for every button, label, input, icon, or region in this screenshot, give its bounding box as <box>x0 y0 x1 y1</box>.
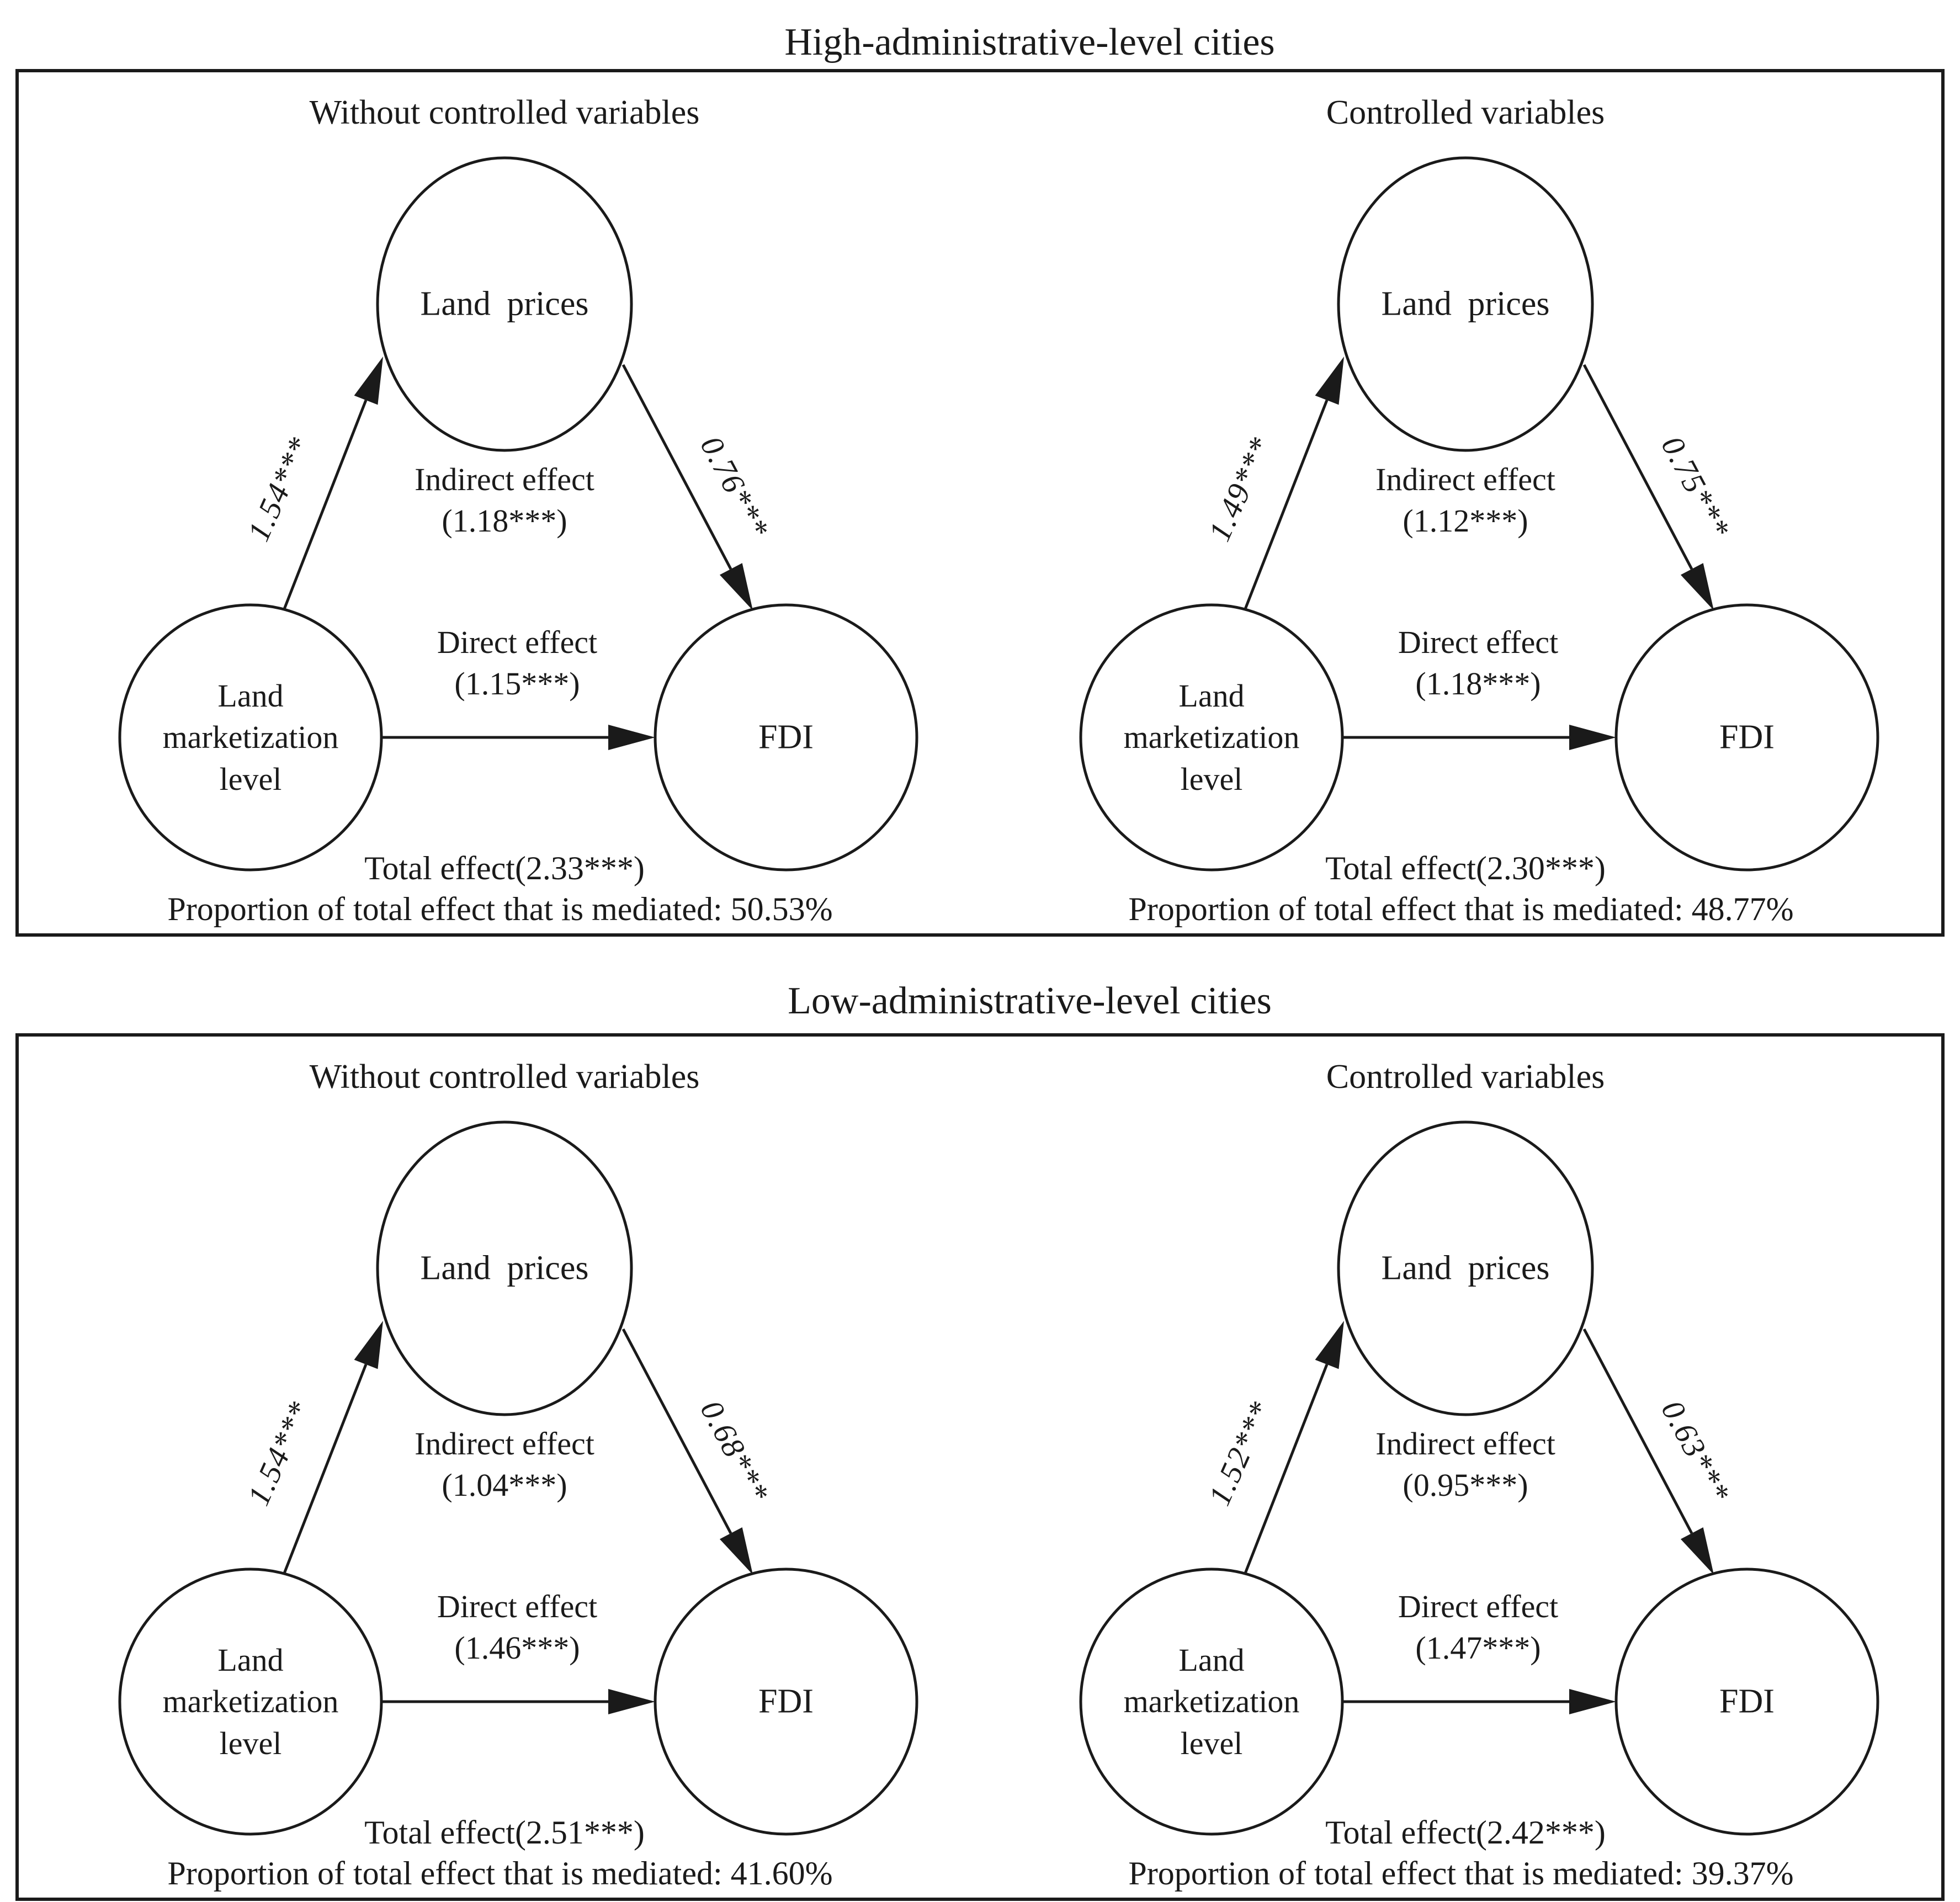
indirect-effect-label: Indirect effect (1.18***) <box>415 459 594 542</box>
b-path-line <box>622 364 732 570</box>
mediated-proportion-label: Proportion of total effect that is media… <box>167 891 833 927</box>
indirect-effect-value: (0.95***) <box>1403 1467 1528 1503</box>
indirect-effect-text: Indirect effect <box>1375 461 1555 497</box>
mediator-label: Land prices <box>1381 285 1550 323</box>
a-path-arrowhead-icon <box>354 357 383 405</box>
direct-effect-value: (1.18***) <box>1415 666 1541 702</box>
mediator-label: Land prices <box>420 1249 589 1287</box>
predictor-line-3: level <box>1180 1725 1243 1761</box>
indirect-effect-label: Indirect effect (1.04***) <box>415 1423 594 1506</box>
outcome-label: FDI <box>758 718 814 756</box>
predictor-label: Land marketization level <box>163 1639 339 1764</box>
total-effect-label: Total effect(2.33***) <box>364 850 645 886</box>
b-path-line <box>622 1328 732 1534</box>
direct-effect-text: Direct effect <box>1398 1588 1559 1624</box>
panel-subtitle: Without controlled variables <box>309 94 700 131</box>
a-path-line <box>1243 1364 1329 1575</box>
predictor-line-2: marketization <box>1123 719 1300 756</box>
direct-path-arrowhead-icon <box>608 1689 655 1714</box>
a-path-line <box>282 400 368 611</box>
direct-effect-label: Direct effect (1.18***) <box>1398 621 1558 705</box>
mediator-ellipse <box>376 156 633 452</box>
path-diagram <box>118 156 918 872</box>
predictor-line-1: Land <box>217 1641 284 1678</box>
panel-subtitle: Without controlled variables <box>309 1058 700 1096</box>
outcome-label: FDI <box>758 1682 814 1720</box>
predictor-line-1: Land <box>1178 1641 1245 1678</box>
mediator-label: Land prices <box>420 285 589 323</box>
predictor-line-3: level <box>219 1725 282 1761</box>
section-title-high: High-administrative-level cities <box>784 21 1275 63</box>
predictor-line-2: marketization <box>1123 1683 1300 1720</box>
direct-effect-label: Direct effect (1.46***) <box>437 1586 597 1669</box>
section-title-low: Low-administrative-level cities <box>788 980 1272 1022</box>
mediator-label: Land prices <box>1381 1249 1550 1287</box>
indirect-effect-value: (1.18***) <box>442 503 567 539</box>
section-box-low: Without controlled variables Land prices… <box>15 1033 1945 1901</box>
direct-effect-value: (1.47***) <box>1415 1630 1541 1666</box>
b-path-arrowhead-icon <box>719 563 753 610</box>
path-diagram <box>118 1120 918 1836</box>
section-box-high: Without controlled variables Land prices… <box>15 69 1945 937</box>
path-diagram <box>1079 1120 1879 1836</box>
panel-subtitle: Controlled variables <box>1326 94 1605 131</box>
mediated-proportion-label: Proportion of total effect that is media… <box>167 1855 833 1892</box>
mediator-ellipse <box>1337 1120 1594 1416</box>
panel-low-controlled: Controlled variables Land prices Land ma… <box>980 1037 1941 1898</box>
b-path-line <box>1582 364 1693 570</box>
predictor-line-2: marketization <box>162 719 339 756</box>
predictor-label: Land marketization level <box>163 675 339 800</box>
mediated-proportion-label: Proportion of total effect that is media… <box>1128 1855 1794 1892</box>
mediator-ellipse <box>376 1120 633 1416</box>
a-path-line <box>282 1364 368 1575</box>
direct-path-arrowhead-icon <box>608 725 655 750</box>
predictor-line-2: marketization <box>162 1683 339 1720</box>
indirect-effect-label: Indirect effect (0.95***) <box>1375 1423 1555 1506</box>
indirect-effect-value: (1.04***) <box>442 1467 567 1503</box>
predictor-label: Land marketization level <box>1124 675 1300 800</box>
a-path-line <box>1243 400 1329 611</box>
direct-effect-label: Direct effect (1.47***) <box>1398 1586 1558 1669</box>
a-path-arrowhead-icon <box>354 1321 383 1369</box>
direct-effect-label: Direct effect (1.15***) <box>437 621 597 705</box>
panel-subtitle: Controlled variables <box>1326 1058 1605 1096</box>
panel-high-controlled: Controlled variables Land prices Land ma… <box>980 72 1941 933</box>
indirect-effect-text: Indirect effect <box>415 1426 594 1462</box>
direct-path-arrowhead-icon <box>1569 725 1616 750</box>
total-effect-label: Total effect(2.42***) <box>1325 1814 1606 1851</box>
panel-high-without: Without controlled variables Land prices… <box>19 72 980 933</box>
indirect-effect-text: Indirect effect <box>415 461 594 497</box>
b-path-line <box>1582 1328 1693 1534</box>
direct-effect-text: Direct effect <box>1398 624 1559 660</box>
path-diagram <box>1079 156 1879 872</box>
indirect-effect-value: (1.12***) <box>1403 503 1528 539</box>
indirect-effect-label: Indirect effect (1.12***) <box>1375 459 1555 542</box>
predictor-label: Land marketization level <box>1124 1639 1300 1764</box>
total-effect-label: Total effect(2.51***) <box>364 1814 645 1851</box>
direct-effect-value: (1.46***) <box>454 1630 580 1666</box>
a-path-arrowhead-icon <box>1315 357 1344 405</box>
predictor-line-1: Land <box>1178 677 1245 714</box>
indirect-effect-text: Indirect effect <box>1375 1426 1555 1462</box>
b-path-arrowhead-icon <box>719 1527 753 1575</box>
direct-effect-value: (1.15***) <box>454 666 580 702</box>
outcome-label: FDI <box>1719 718 1775 756</box>
total-effect-label: Total effect(2.30***) <box>1325 850 1606 886</box>
direct-effect-text: Direct effect <box>437 1588 598 1624</box>
direct-effect-text: Direct effect <box>437 624 598 660</box>
b-path-arrowhead-icon <box>1680 563 1714 610</box>
panel-low-without: Without controlled variables Land prices… <box>19 1037 980 1898</box>
predictor-line-3: level <box>219 761 282 797</box>
mediator-ellipse <box>1337 156 1594 452</box>
predictor-line-3: level <box>1180 761 1243 797</box>
direct-path-arrowhead-icon <box>1569 1689 1616 1714</box>
predictor-line-1: Land <box>217 677 284 714</box>
outcome-label: FDI <box>1719 1682 1775 1720</box>
mediated-proportion-label: Proportion of total effect that is media… <box>1128 891 1794 927</box>
b-path-arrowhead-icon <box>1680 1527 1714 1575</box>
a-path-arrowhead-icon <box>1315 1321 1344 1369</box>
